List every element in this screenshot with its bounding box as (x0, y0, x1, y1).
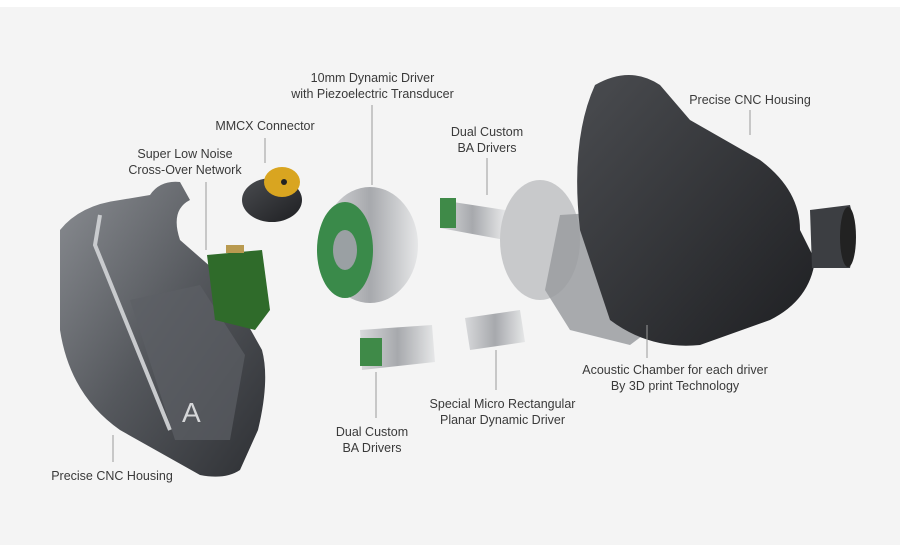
planar-driver (465, 310, 525, 350)
label-line: By 3D print Technology (610, 379, 740, 393)
label-mmcx: MMCX Connector (205, 118, 325, 134)
brand-logo: A (182, 397, 201, 428)
label-acoustic-chamber: Acoustic Chamber for each driver By 3D p… (570, 362, 780, 394)
label-dynamic-driver: 10mm Dynamic Driver with Piezoelectric T… (290, 70, 455, 102)
label-ba-bottom: Dual Custom BA Drivers (322, 424, 422, 456)
label-housing-left: Precise CNC Housing (42, 468, 182, 484)
label-housing-right: Precise CNC Housing (680, 92, 820, 108)
crossover-network-pcb (207, 245, 270, 330)
label-line: Cross-Over Network (128, 163, 242, 177)
leader-lines (112, 105, 751, 462)
label-line: Acoustic Chamber for each driver (582, 363, 768, 377)
label-line: BA Drivers (457, 141, 517, 155)
right-cnc-housing (577, 75, 856, 346)
label-line: MMCX Connector (215, 119, 315, 133)
label-line: Dual Custom (335, 425, 409, 439)
label-line: Planar Dynamic Driver (439, 413, 566, 427)
label-crossover: Super Low Noise Cross-Over Network (120, 146, 250, 178)
label-line: Precise CNC Housing (51, 469, 173, 483)
left-cnc-housing (60, 181, 266, 477)
mmcx-connector (242, 167, 302, 222)
label-planar-driver: Special Micro Rectangular Planar Dynamic… (420, 396, 585, 428)
label-ba-top: Dual Custom BA Drivers (437, 124, 537, 156)
label-line: 10mm Dynamic Driver (310, 71, 435, 85)
label-line: Dual Custom (450, 125, 524, 139)
label-line: Special Micro Rectangular (429, 397, 576, 411)
label-line: Super Low Noise (137, 147, 233, 161)
ba-drivers-bottom (360, 325, 435, 370)
label-line: Precise CNC Housing (689, 93, 811, 107)
ba-drivers-top (440, 198, 505, 240)
dynamic-driver (317, 187, 418, 303)
label-line: with Piezoelectric Transducer (291, 87, 454, 101)
label-line: BA Drivers (342, 441, 402, 455)
